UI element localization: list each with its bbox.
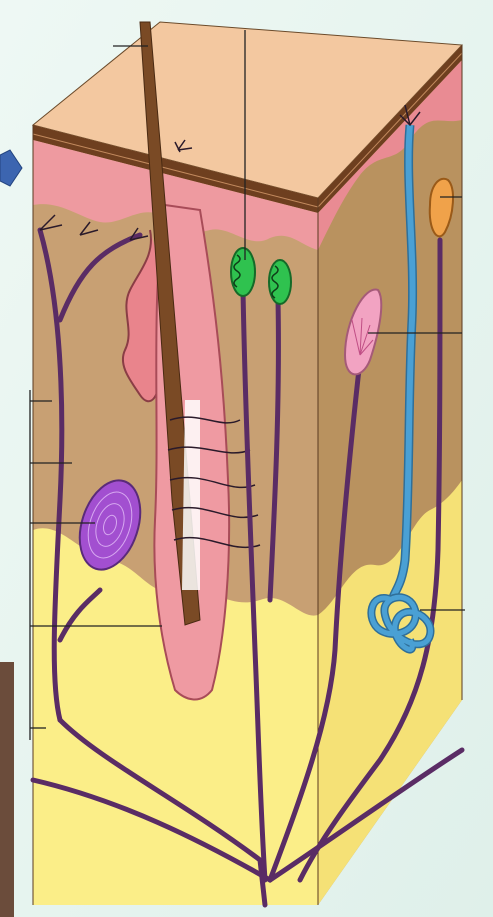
hair-root-sheath bbox=[182, 400, 200, 590]
meissner-corpuscle-1 bbox=[231, 248, 255, 296]
photo-edge-strip bbox=[0, 662, 14, 917]
meissner-corpuscle-2 bbox=[269, 260, 291, 304]
